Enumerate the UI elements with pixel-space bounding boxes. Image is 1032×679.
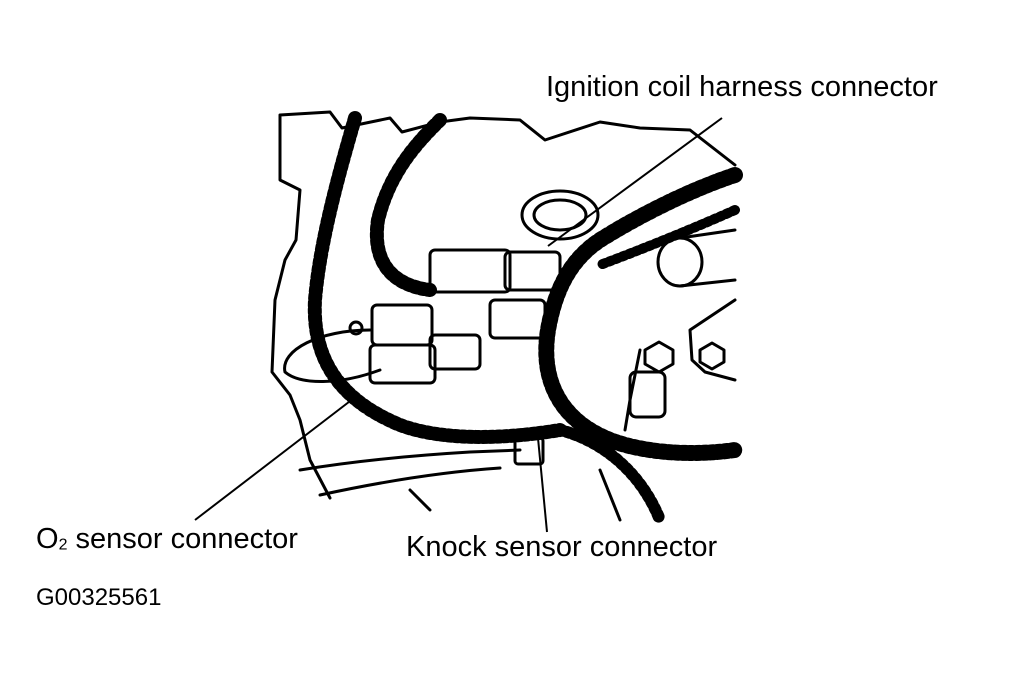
mount-stud	[348, 320, 364, 336]
ignition-connector-mate	[503, 250, 562, 292]
wire-harness-top	[369, 113, 447, 297]
figure-id: G00325561	[36, 584, 162, 611]
knock-connector	[428, 333, 482, 371]
o2-label-prefix: O	[36, 523, 59, 555]
center-connector	[488, 298, 547, 340]
bolt-left	[643, 340, 675, 374]
wire-harness-lower	[554, 424, 666, 526]
bracket-right	[628, 370, 667, 419]
ignition-coil-label: Ignition coil harness connector	[546, 71, 938, 103]
wire-harness-upper-right	[595, 205, 740, 270]
o2-sensor-label: O2 sensor connector	[36, 525, 298, 554]
engine-cap-inner	[532, 198, 588, 232]
wire-sleeve	[298, 448, 522, 497]
o2-connector	[370, 303, 434, 347]
knock-leader-line	[537, 437, 548, 533]
ignition-leader-line	[547, 117, 723, 247]
coolant-pipe-end	[656, 236, 704, 288]
o2-leader-line	[194, 394, 359, 521]
engine-cap-outer	[520, 189, 600, 241]
bolt-right	[698, 341, 726, 371]
wire-clip	[513, 436, 545, 466]
knock-sensor-label: Knock sensor connector	[406, 531, 718, 563]
o2-connector-lower	[368, 343, 437, 385]
wire-loop-left	[283, 328, 382, 383]
wire-harness-right	[538, 167, 743, 461]
coolant-pipe	[678, 228, 737, 288]
wire-harness-left	[307, 111, 567, 444]
o2-label-subscript: 2	[58, 536, 68, 554]
o2-label-suffix: sensor connector	[67, 523, 298, 555]
ignition-connector	[428, 248, 512, 294]
